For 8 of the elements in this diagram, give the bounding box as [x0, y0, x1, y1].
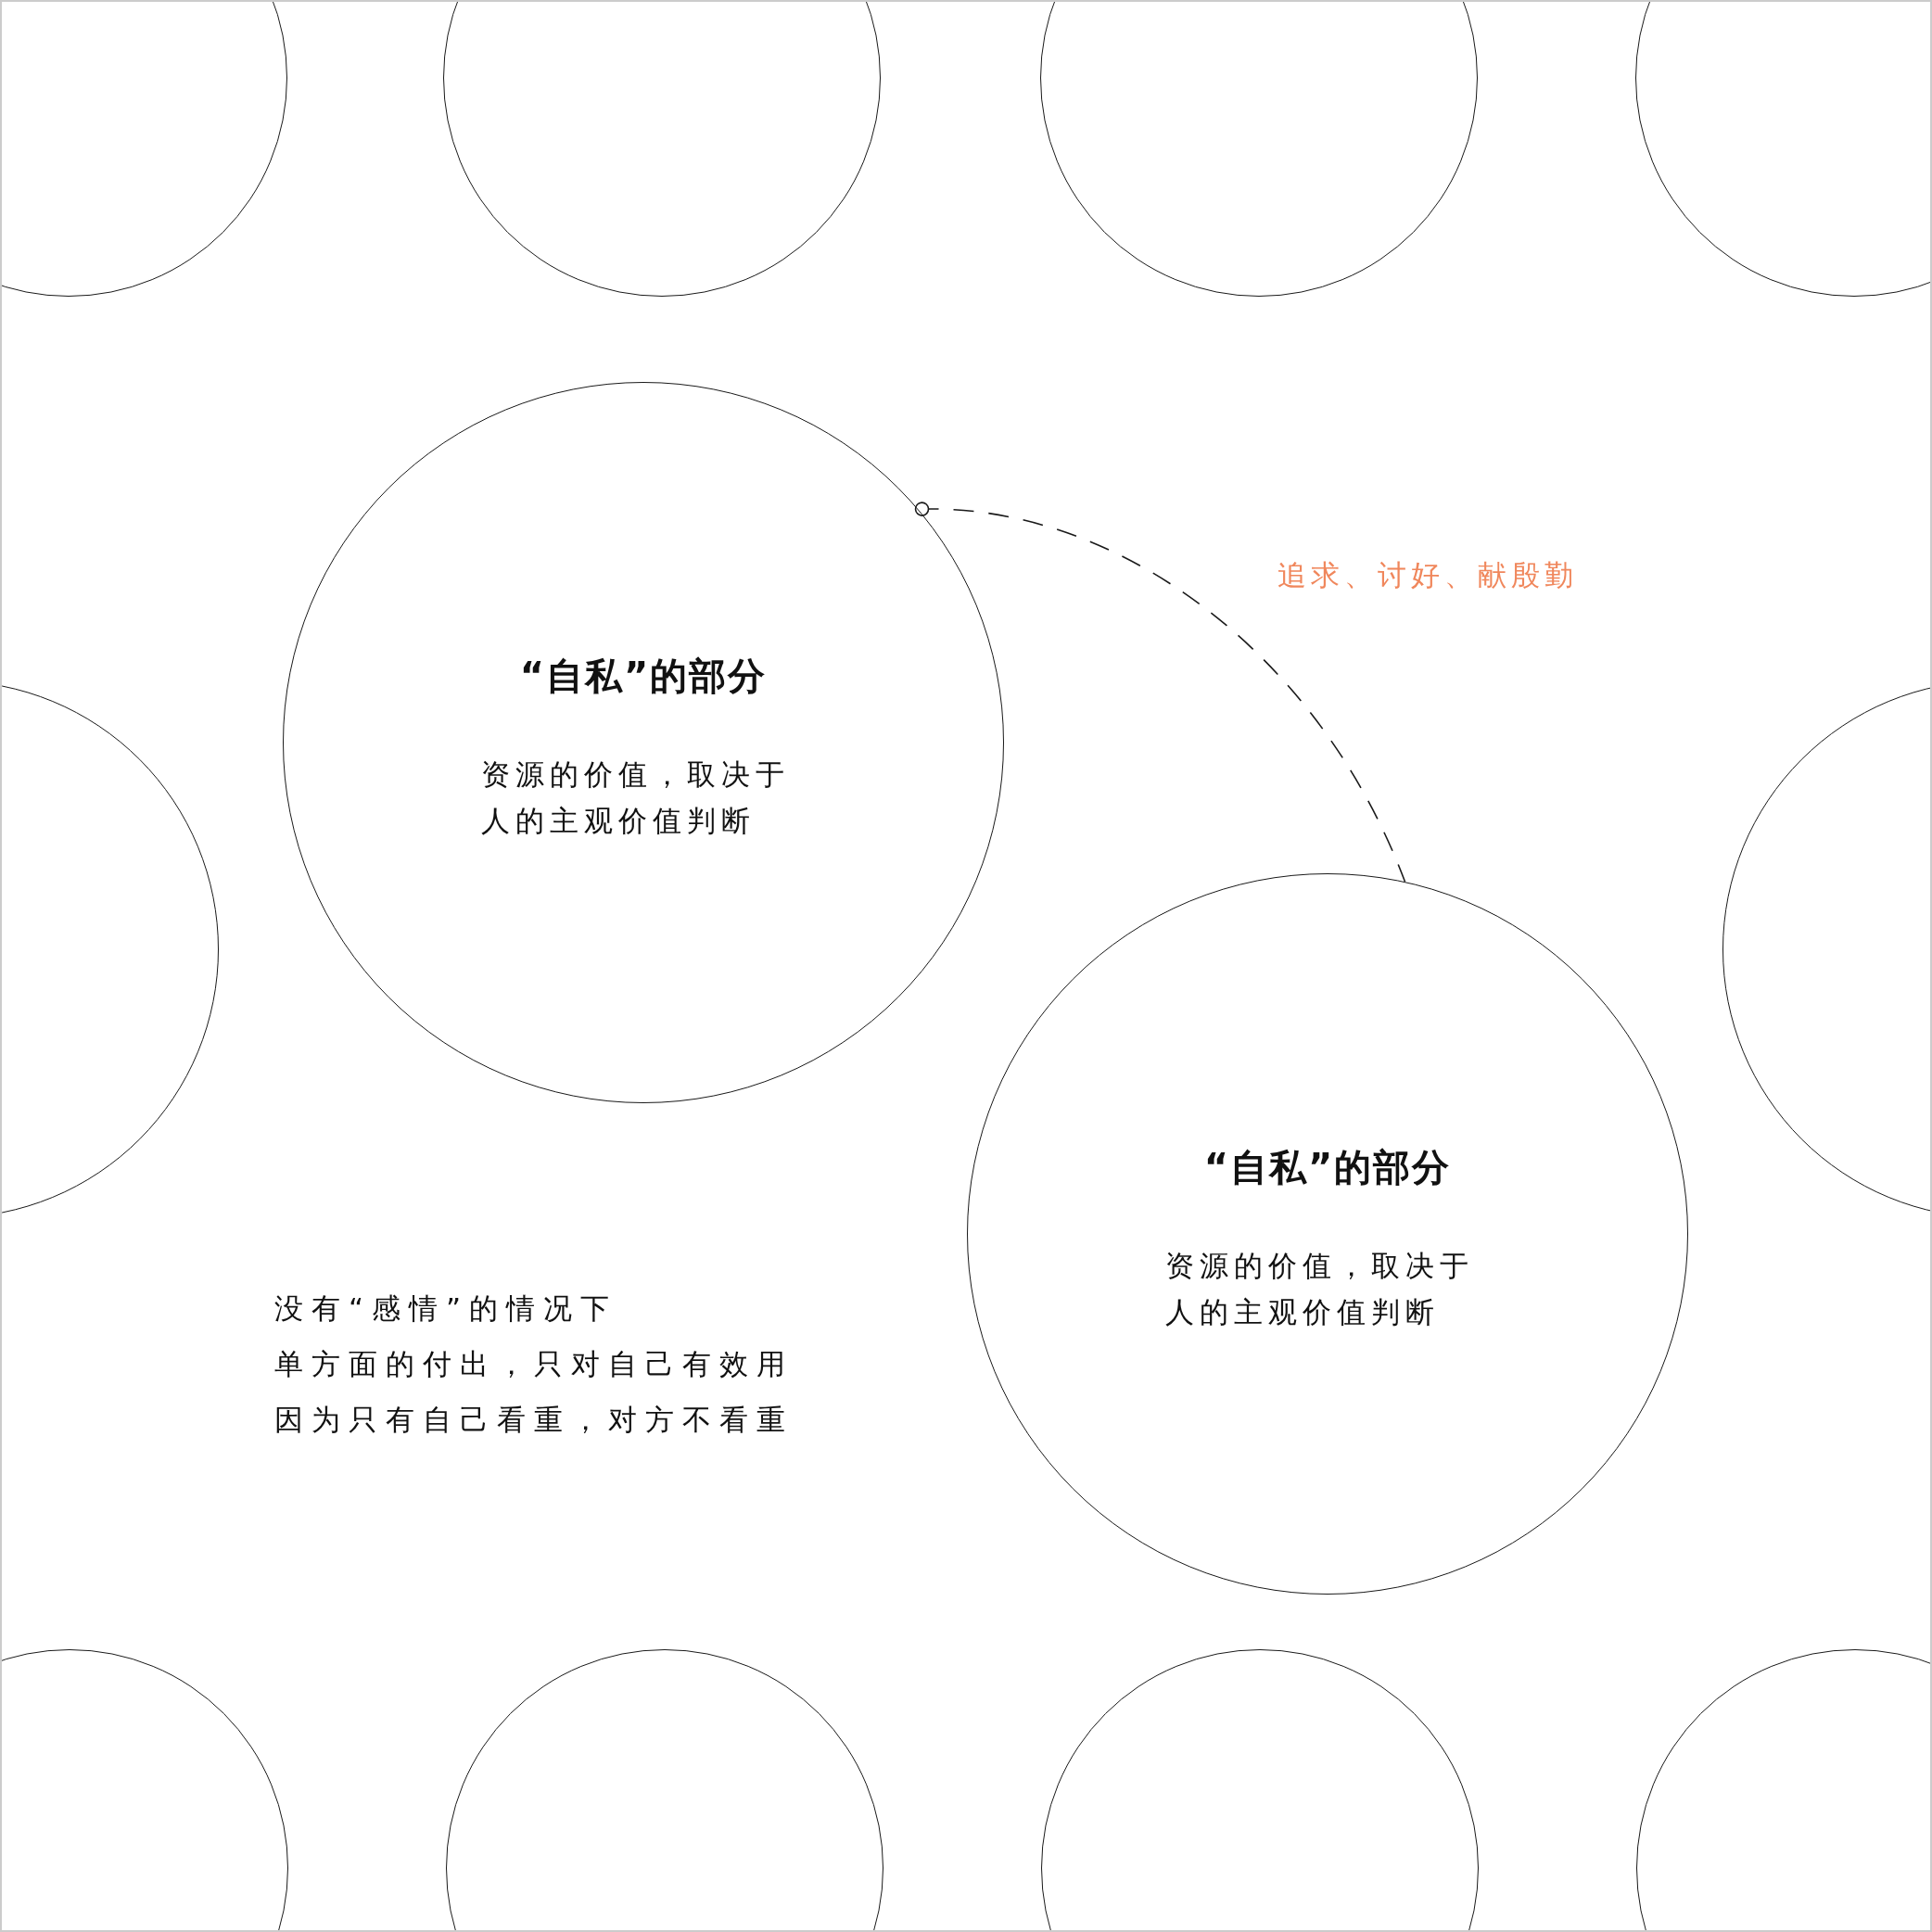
- circle-heading: “自私”的部分: [1202, 1145, 1453, 1190]
- circle-description: 资源的价值，取决于人的主观价值判断: [481, 756, 791, 839]
- note-text: 单方面的付出，只对自己有效用: [274, 1346, 794, 1382]
- circle-description: 资源的价值，取决于人的主观价值判断: [1165, 1248, 1475, 1330]
- dashed-connector: [914, 502, 1406, 883]
- note-text: 因为只有自己看重，对方不看重: [274, 1402, 794, 1438]
- circle-heading: “自私”的部分: [518, 654, 769, 699]
- note-text: 没有“感情”的情况下: [274, 1290, 618, 1327]
